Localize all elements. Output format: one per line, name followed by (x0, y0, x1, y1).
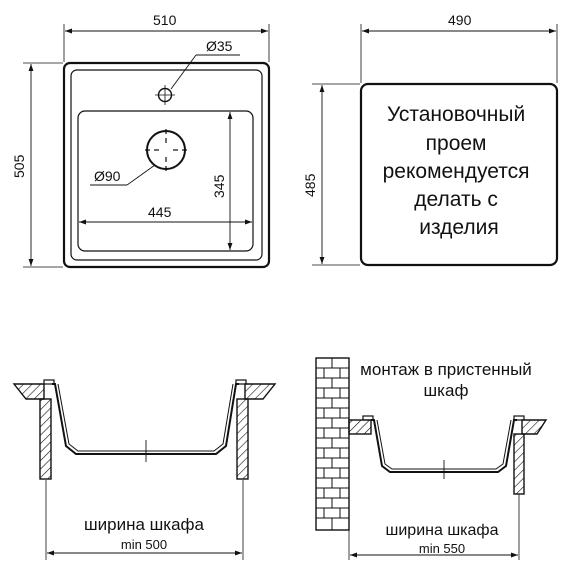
wall-cabinet-width-caption: ширина шкафа (386, 522, 499, 539)
cutout-note-line-1: Установочный (387, 103, 525, 126)
section-wall-cabinet: монтаж в пристенный шкаф ширина шкафа mi… (315, 357, 548, 560)
overall-width-label: 510 (153, 12, 177, 28)
cabinet-width-min: min 500 (121, 537, 167, 552)
sink-section (52, 383, 239, 455)
sink-inner-rim (70, 69, 263, 261)
overall-height-label: 505 (11, 154, 27, 178)
bowl-height-label: 345 (211, 174, 227, 198)
cutout-note: Установочный проем рекомендуется делать … (383, 103, 536, 239)
section-standard-cabinet: ширина шкафа min 500 (12, 379, 277, 560)
tap-hole-label: Ø35 (206, 38, 233, 54)
wall-countertop-right (521, 419, 548, 435)
cabinet-wall-right (236, 398, 249, 480)
sink-bowl (77, 110, 254, 252)
cutout-view: 490 485 Установочный проем рекомендуется… (302, 12, 559, 267)
cutout-width-label: 490 (448, 12, 472, 28)
cutout-outline (359, 82, 559, 267)
wall-mount-note-line-2: шкаф (424, 381, 469, 400)
cabinet-width-caption: ширина шкафа (84, 515, 205, 534)
sink-outer-outline (62, 61, 271, 269)
drain-hole (146, 130, 186, 170)
cutout-note-line-5: изделия (419, 216, 499, 239)
cutout-height-label: 485 (302, 173, 318, 197)
countertop-right (244, 383, 277, 400)
cutout-note-line-2: проем (426, 132, 487, 155)
cutout-note-line-4: делать с (414, 188, 498, 211)
sink-top-view: Ø35 Ø90 445 345 510 505 (11, 12, 271, 269)
brick-courses (316, 358, 349, 530)
wall-mount-note-line-1: монтаж в пристенный (360, 360, 532, 379)
wall-cabinet-side (513, 433, 525, 495)
wall-cabinet-width-min: min 550 (419, 541, 465, 556)
countertop-left (12, 383, 45, 400)
tap-hole-leader (170, 54, 197, 90)
drain-label: Ø90 (94, 168, 121, 184)
wall-countertop-left (348, 419, 372, 435)
bowl-width-label: 445 (148, 204, 172, 220)
drain-leader (126, 164, 156, 186)
cabinet-wall-left (39, 398, 52, 480)
cutout-note-line-3: рекомендуется (383, 160, 530, 183)
